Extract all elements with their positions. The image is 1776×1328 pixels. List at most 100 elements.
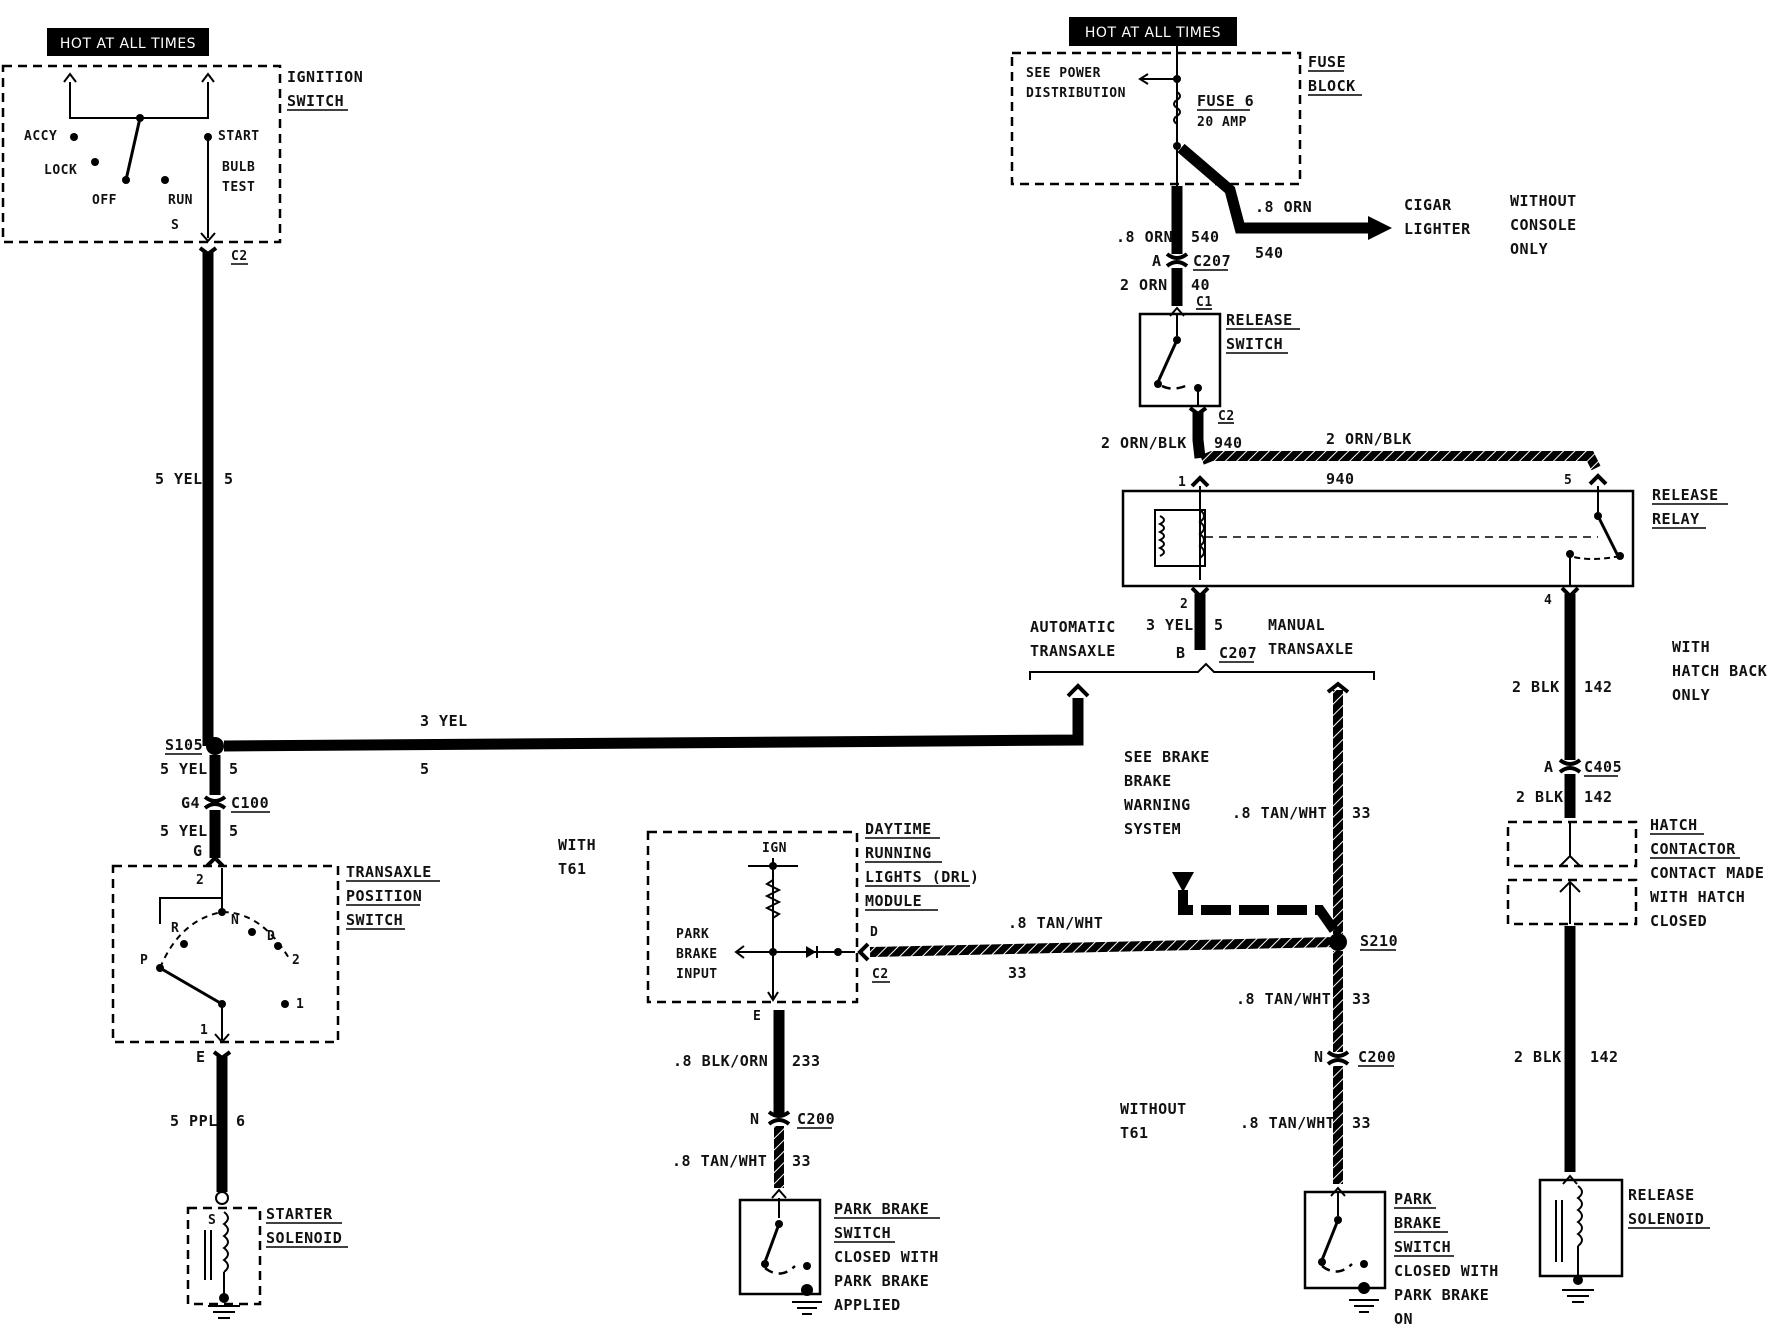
wire-num: 940 xyxy=(1214,434,1243,452)
cigar-l2-label: LIGHTER xyxy=(1404,220,1471,238)
park-brake-switch-right: PARK BRAKE SWITCH CLOSED WITH PARK BRAKE… xyxy=(1303,1186,1498,1328)
hatch-t5-label: CLOSED xyxy=(1650,912,1707,930)
hatch-pin-a-label: A xyxy=(1544,758,1554,776)
park-right-t6-label: ON xyxy=(1394,1310,1413,1328)
wire-num: 40 xyxy=(1191,276,1210,294)
pin-e: E xyxy=(196,1048,206,1066)
accy-label: ACCY xyxy=(24,129,57,144)
fuse-block-amp-label: 20 AMP xyxy=(1197,115,1247,130)
transaxle-r-label: R xyxy=(171,921,179,936)
wire-orn-blk-940 xyxy=(1192,412,1206,459)
wire-label: 2 ORN/BLK xyxy=(1326,430,1412,448)
relay-pin5-label: 5 xyxy=(1564,473,1572,488)
wire-label: 2 BLK xyxy=(1516,788,1564,806)
hatch-t4-label: WITH HATCH xyxy=(1650,888,1745,906)
drl-c2-label: C2 xyxy=(872,967,889,982)
wire-num: 33 xyxy=(1352,1114,1371,1132)
c207-label-top: C207 xyxy=(1193,252,1231,270)
fuse-block-fuse-label: FUSE 6 xyxy=(1197,92,1254,110)
wire-num: 540 xyxy=(1191,228,1220,246)
wire-label: .8 TAN/WHT xyxy=(1008,914,1103,932)
cigar-l1-label: CIGAR xyxy=(1404,196,1452,214)
s-label: S xyxy=(171,218,179,233)
wire-label: 5 YEL xyxy=(155,470,203,488)
park-right-t5-label: PARK BRAKE xyxy=(1394,1286,1489,1304)
run-label: RUN xyxy=(168,193,193,208)
release-solenoid: RELEASE SOLENOID xyxy=(1538,1174,1710,1303)
pin-g: G xyxy=(193,842,203,860)
wire-label: 2 BLK xyxy=(1512,678,1560,696)
cigar-n2-label: CONSOLE xyxy=(1510,216,1577,234)
c100-label: C100 xyxy=(231,794,269,812)
wire-num: 33 xyxy=(792,1152,811,1170)
drl-pin-e: E xyxy=(753,1009,761,1024)
starter-s-label: S xyxy=(208,1213,216,1228)
park-brake-switch-left: PARK BRAKE SWITCH CLOSED WITH PARK BRAKE… xyxy=(738,1188,940,1315)
transaxle-p-label: P xyxy=(140,953,148,968)
release-switch: RELEASE SWITCH xyxy=(1138,306,1300,408)
wire-label: .8 TAN/WHT xyxy=(1232,804,1327,822)
wire-label: .8 ORN xyxy=(1116,228,1173,246)
starter-solenoid: S STARTER SOLENOID xyxy=(186,1205,348,1319)
wire-num: 142 xyxy=(1584,788,1613,806)
transaxle-n-label: N xyxy=(231,913,239,928)
wire-num: 142 xyxy=(1590,1048,1619,1066)
header-left-label: HOT AT ALL TIMES xyxy=(60,36,196,52)
s105-label: S105 xyxy=(165,736,203,754)
hot-label-right: HOT AT ALL TIMES xyxy=(1069,17,1237,46)
wire-num: 33 xyxy=(1352,990,1371,1008)
wire-label: 3 YEL xyxy=(1146,616,1194,634)
drl-t1-label: DAYTIME xyxy=(865,820,932,838)
brake-warn-l2-label: BRAKE xyxy=(1124,772,1172,790)
c207b-auto2-label: TRANSAXLE xyxy=(1030,642,1116,660)
wire-label: .8 TAN/WHT xyxy=(1240,1114,1335,1132)
wire-label: 5 YEL xyxy=(160,760,208,778)
wire-num: 5 xyxy=(229,822,239,840)
test-label: TEST xyxy=(222,180,255,195)
wire-label: 5 PPL xyxy=(170,1112,218,1130)
start-label: START xyxy=(218,129,260,144)
wire-num: 233 xyxy=(792,1052,821,1070)
drl-t2-label: RUNNING xyxy=(865,844,932,862)
ignition-switch: ACCY LOCK OFF RUN START BULB TEST S IGNI… xyxy=(1,64,363,244)
brake-warn-l4-label: SYSTEM xyxy=(1124,820,1181,838)
hatch-s1-label: RELEASE xyxy=(1628,1186,1695,1204)
drl-pin-n-label: N xyxy=(750,1110,760,1128)
c200-label-left: C200 xyxy=(797,1110,835,1128)
drl-module: IGN PARK BRAKE INPUT DAYTIME RUNNING LIG… xyxy=(646,820,979,1004)
c207b-pin-label: B xyxy=(1176,644,1186,662)
drl-park-label: PARK xyxy=(676,927,709,942)
fuse-block-title1-label: FUSE xyxy=(1308,53,1346,71)
wire-label: 2 ORN xyxy=(1120,276,1168,294)
transaxle-p1-label: 1 xyxy=(200,1023,208,1038)
cigar-n3-label: ONLY xyxy=(1510,240,1548,258)
off-label: OFF xyxy=(92,193,117,208)
ignition-title-1: IGNITION xyxy=(287,68,363,86)
hatch-contactor: HATCH CONTACTOR CONTACT MADE WITH HATCH … xyxy=(1506,816,1764,930)
hatch-t1-label: HATCH xyxy=(1650,816,1698,834)
hot-label-left: HOT AT ALL TIMES xyxy=(47,28,209,56)
hatch-t2-label: CONTACTOR xyxy=(1650,840,1736,858)
relay-pin4-label: 4 xyxy=(1544,593,1552,608)
wire-label: 2 ORN/BLK xyxy=(1101,434,1187,452)
lock-label: LOCK xyxy=(44,163,77,178)
park-right-t2-label: BRAKE xyxy=(1394,1214,1442,1232)
transaxle-title2-label: POSITION xyxy=(346,887,422,905)
hatch-h1-label: WITH xyxy=(1672,638,1710,656)
drl-brake-label: BRAKE xyxy=(676,947,718,962)
fuse-block-title2-label: BLOCK xyxy=(1308,77,1356,95)
wire-label: .8 TAN/WHT xyxy=(1236,990,1331,1008)
s105-splice xyxy=(206,737,224,755)
brake-warn-l1-label: SEE BRAKE xyxy=(1124,748,1210,766)
wire-orn-cigar xyxy=(1177,143,1372,234)
s210-label: S210 xyxy=(1360,932,1398,950)
relay-pin1-label: 1 xyxy=(1178,475,1186,490)
bulb-label: BULB xyxy=(222,160,255,175)
without-t61-l1-label: WITHOUT xyxy=(1120,1100,1187,1118)
brake-warn-l3-label: WARNING xyxy=(1124,796,1191,814)
release-switch-top-title1-label: RELEASE xyxy=(1226,311,1293,329)
ignition-title-2: SWITCH xyxy=(287,92,344,110)
wire-num: 6 xyxy=(236,1112,246,1130)
brake-warn-pin-n-label: N xyxy=(1314,1048,1324,1066)
